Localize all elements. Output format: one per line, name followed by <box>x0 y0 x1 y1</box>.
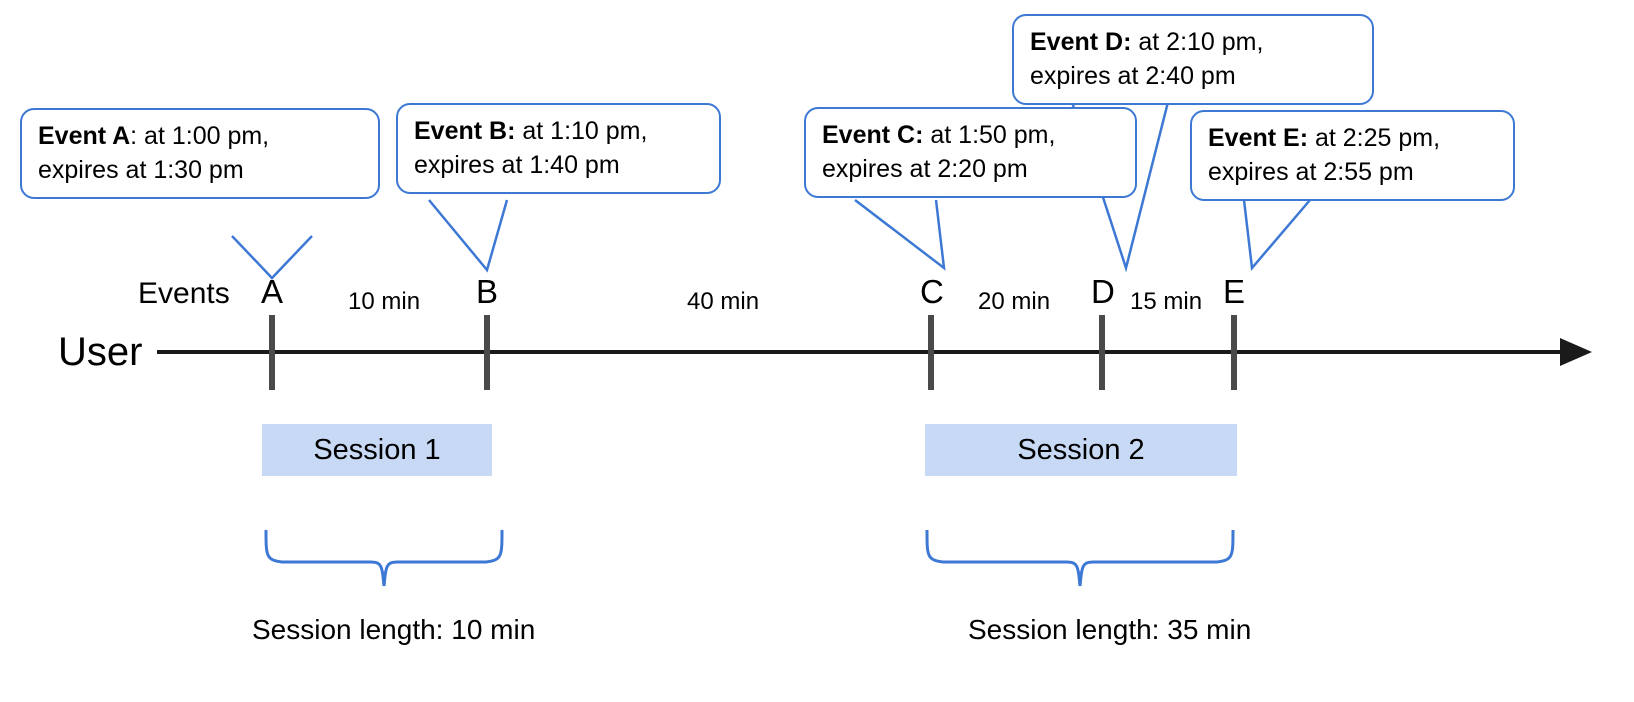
callout-e-line2: expires at 2:55 pm <box>1208 157 1414 186</box>
callout-event-a[interactable]: Event A: at 1:00 pm, expires at 1:30 pm <box>20 108 380 199</box>
callout-a-line2: expires at 1:30 pm <box>38 155 244 184</box>
callout-b-time: at 1:10 pm, <box>515 117 648 145</box>
user-lane-label: User <box>58 330 143 374</box>
callout-tail-e <box>1242 199 1311 271</box>
marker-label-b: B <box>476 273 499 310</box>
callout-tail-b <box>428 199 509 273</box>
callout-b-line1: Event B: at 1:10 pm, <box>414 115 703 149</box>
gap-label-a-b: 10 min <box>348 288 421 315</box>
callout-e-time: at 2:25 pm, <box>1308 124 1441 152</box>
session-box-2[interactable]: Session 2 <box>925 424 1237 476</box>
session-1-caption: Session length: 10 min <box>252 614 536 645</box>
gap-label-c-d: 20 min <box>978 288 1051 315</box>
callout-c-time: at 1:50 pm, <box>923 121 1056 149</box>
callout-d-title: Event D: <box>1030 28 1132 56</box>
callout-tail-a <box>231 235 313 280</box>
session-2-label: Session 2 <box>1017 433 1145 466</box>
callout-b-title: Event B: <box>414 117 516 145</box>
callout-a-time: at 1:00 pm, <box>137 122 270 150</box>
callout-tail-c <box>854 199 946 271</box>
gap-label-b-c: 40 min <box>687 288 760 315</box>
callout-c-line2: expires at 2:20 pm <box>822 154 1028 183</box>
session-1-brace <box>264 529 504 587</box>
callout-a-title: Event A <box>38 122 131 150</box>
callout-a-line1: Event A: at 1:00 pm, <box>38 120 362 154</box>
callout-d-line2: expires at 2:40 pm <box>1030 61 1236 90</box>
callout-event-b[interactable]: Event B: at 1:10 pm, expires at 1:40 pm <box>396 103 721 194</box>
marker-label-a: A <box>261 273 284 310</box>
marker-label-d: D <box>1091 273 1115 310</box>
callout-d-time: at 2:10 pm, <box>1131 28 1264 56</box>
session-2-brace <box>925 529 1235 587</box>
marker-label-e: E <box>1223 273 1246 310</box>
timeline-arrowhead <box>1560 338 1592 366</box>
callout-event-e[interactable]: Event E: at 2:25 pm, expires at 2:55 pm <box>1190 110 1515 201</box>
callout-event-c[interactable]: Event C: at 1:50 pm, expires at 2:20 pm <box>804 107 1137 198</box>
callout-b-line2: expires at 1:40 pm <box>414 150 620 179</box>
callout-a-sep: : <box>130 122 138 150</box>
callout-event-d[interactable]: Event D: at 2:10 pm, expires at 2:40 pm <box>1012 14 1374 105</box>
callout-c-line1: Event C: at 1:50 pm, <box>822 119 1119 153</box>
session-1-label: Session 1 <box>313 433 441 466</box>
gap-label-d-e: 15 min <box>1130 288 1203 315</box>
events-row-label: Events <box>138 277 230 310</box>
callout-d-line1: Event D: at 2:10 pm, <box>1030 26 1356 60</box>
marker-label-c: C <box>920 273 944 310</box>
callout-e-title: Event E: <box>1208 124 1309 152</box>
session-box-1[interactable]: Session 1 <box>262 424 492 476</box>
callout-c-title: Event C: <box>822 121 924 149</box>
callout-e-line1: Event E: at 2:25 pm, <box>1208 122 1497 156</box>
session-2-caption: Session length: 35 min <box>968 614 1252 645</box>
